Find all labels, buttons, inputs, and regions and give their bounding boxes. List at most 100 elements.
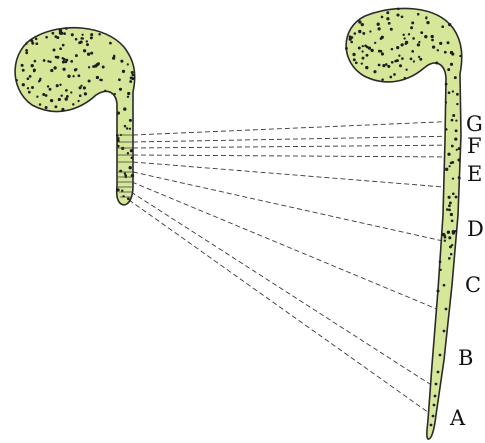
stipple-dot — [418, 41, 420, 43]
stipple-dot — [454, 76, 457, 79]
stipple-dot — [458, 147, 461, 150]
stipple-dot — [403, 37, 405, 39]
stipple-dot — [378, 50, 381, 53]
stipple-dot — [83, 86, 86, 89]
stipple-dot — [358, 20, 361, 23]
stipple-dot — [113, 56, 116, 59]
stipple-dot — [59, 47, 62, 50]
zone-label-f: F — [467, 134, 482, 158]
stipple-dot — [388, 22, 391, 25]
stipple-dot — [75, 38, 78, 41]
stipple-dot — [130, 149, 133, 152]
stipple-dot — [358, 47, 361, 50]
stipple-dot — [352, 53, 355, 56]
stipple-dot — [418, 56, 420, 58]
stipple-dot — [60, 94, 62, 96]
stipple-dot — [29, 75, 32, 78]
stipple-dot — [386, 17, 389, 20]
stipple-dot — [410, 26, 413, 29]
stipple-dot — [27, 87, 29, 89]
stipple-dot — [25, 52, 28, 55]
stipple-dot — [445, 101, 447, 103]
stipple-dot — [86, 40, 88, 42]
stipple-dot — [65, 97, 68, 100]
stipple-dot — [99, 79, 102, 82]
stipple-dot — [451, 53, 454, 56]
stipple-dot — [116, 188, 119, 191]
stipple-dot — [381, 16, 384, 19]
stipple-dot — [455, 119, 457, 121]
stipple-dot — [98, 33, 101, 36]
stipple-dot — [380, 37, 383, 40]
stipple-dot — [350, 41, 353, 44]
stipple-dot — [447, 68, 450, 71]
stipple-dot — [398, 55, 400, 57]
stipple-dot — [451, 244, 453, 246]
stipple-dot — [65, 27, 68, 30]
stipple-dot — [61, 108, 64, 111]
stipple-dot — [16, 79, 18, 81]
guide-lines — [129, 121, 461, 415]
stipple-dot — [401, 15, 404, 18]
stipple-dot — [452, 231, 455, 234]
zone-label-d: D — [467, 217, 484, 241]
stipple-dot — [36, 96, 38, 98]
stipple-dot — [117, 112, 120, 115]
stipple-dot — [54, 105, 57, 108]
stipple-dot — [63, 32, 66, 35]
stipple-dot — [131, 156, 134, 159]
stipple-dot — [437, 49, 439, 51]
stipple-dot — [123, 107, 126, 110]
stipple-dot — [83, 49, 86, 52]
young-seed-outline — [15, 28, 135, 205]
stipple-dot — [129, 80, 132, 83]
stipple-dot — [27, 77, 30, 80]
stipple-dot — [374, 42, 376, 44]
guide-line-d — [133, 172, 452, 243]
stipple-dot — [385, 63, 388, 66]
stipple-dot — [81, 34, 83, 36]
stipple-dot — [349, 38, 352, 41]
stipple-dot — [42, 93, 45, 96]
stipple-dot — [75, 68, 77, 70]
zone-label-c: C — [465, 273, 481, 297]
stipple-dot — [116, 134, 119, 137]
stipple-dot — [87, 53, 90, 56]
stipple-dot — [52, 32, 55, 35]
stipple-dot — [378, 64, 381, 67]
stipple-dot — [126, 127, 128, 129]
stipple-dot — [447, 41, 450, 44]
stipple-dot — [355, 61, 358, 64]
stipple-dot — [117, 145, 120, 148]
stipple-dot — [452, 90, 454, 92]
stipple-dot — [124, 172, 126, 174]
stipple-dot — [75, 54, 78, 57]
stipple-dot — [120, 60, 123, 63]
stipple-dot — [96, 76, 99, 79]
stipple-dot — [39, 103, 42, 106]
zone-label-e: E — [467, 162, 482, 186]
stipple-dot — [45, 106, 48, 109]
stipple-dot — [459, 55, 461, 57]
stipple-dot — [431, 35, 434, 38]
stipple-dot — [121, 190, 123, 192]
stipple-dot — [119, 88, 122, 91]
stipple-dot — [419, 58, 422, 61]
stipple-dot — [410, 58, 413, 61]
stipple-dot — [53, 49, 56, 52]
stipple-dot — [396, 46, 399, 49]
stipple-dot — [127, 197, 130, 200]
stipple-dot — [59, 31, 62, 34]
stipple-dot — [412, 37, 415, 40]
stipple-dot — [450, 213, 453, 216]
stipple-dot — [361, 23, 364, 26]
stipple-dot — [436, 289, 439, 292]
stipple-dot — [50, 99, 53, 102]
stipple-dot — [118, 78, 121, 81]
stipple-dot — [81, 37, 84, 40]
young-seedling — [15, 27, 135, 205]
stipple-dot — [455, 196, 458, 199]
stipple-dot — [39, 79, 42, 82]
stipple-dot — [381, 78, 384, 81]
stipple-dot — [124, 125, 127, 128]
